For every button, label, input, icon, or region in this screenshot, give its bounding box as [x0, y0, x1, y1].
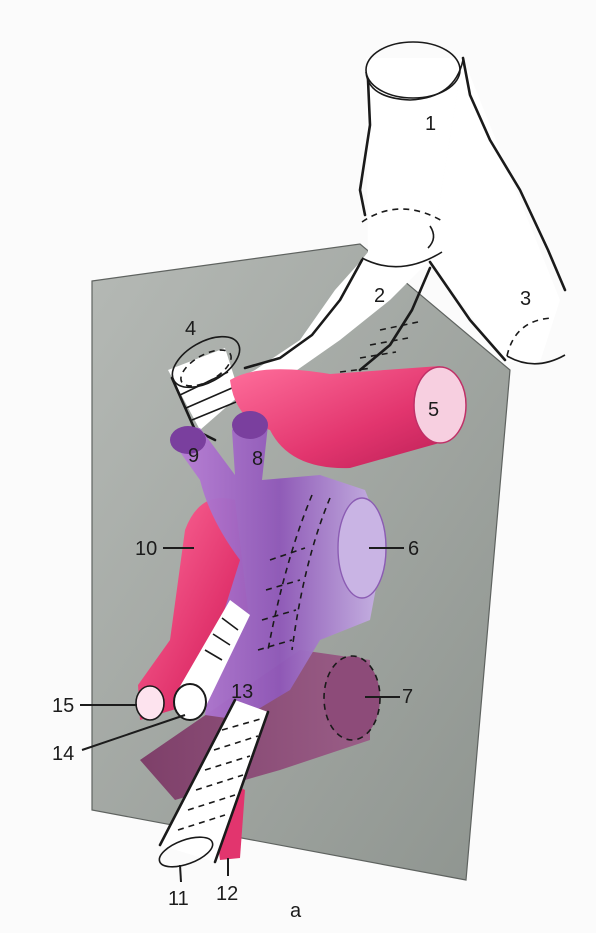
label-13: 13	[231, 681, 253, 703]
label-8: 8	[252, 448, 263, 470]
label-4: 4	[185, 318, 196, 340]
label-12: 12	[216, 883, 238, 905]
figure-caption: a	[290, 900, 302, 922]
label-3: 3	[520, 288, 531, 310]
label-7: 7	[402, 686, 413, 708]
label-15: 15	[52, 695, 74, 717]
label-10: 10	[135, 538, 157, 560]
label-2: 2	[374, 285, 385, 307]
label-9: 9	[188, 445, 199, 467]
label-14: 14	[52, 743, 74, 765]
label-6: 6	[408, 538, 419, 560]
label-11: 11	[168, 888, 189, 910]
label-1: 1	[425, 113, 436, 135]
label-5: 5	[428, 399, 439, 421]
